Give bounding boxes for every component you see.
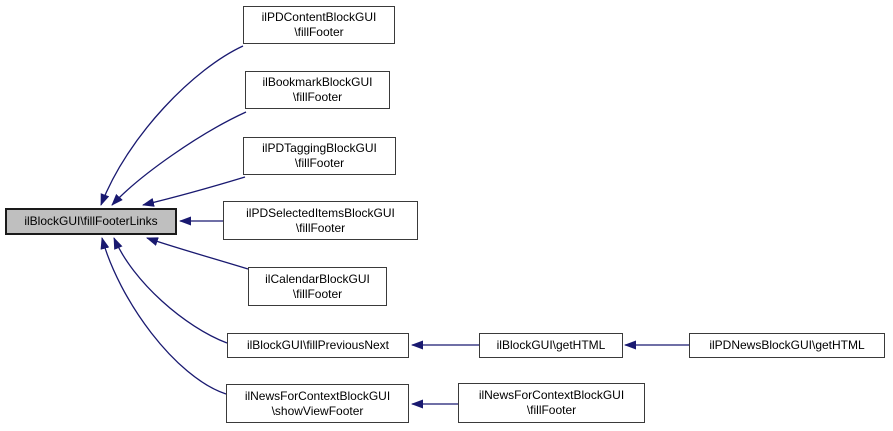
node-label-line2: \fillFooter <box>294 25 344 39</box>
node-ilpdselecteditemsblockgui-fillfooter[interactable]: ilPDSelectedItemsBlockGUI \fillFooter <box>223 201 418 240</box>
node-label-line2: \fillFooter <box>295 220 346 235</box>
node-label-line2: \fillFooter <box>526 403 577 417</box>
node-label-line1: ilPDTaggingBlockGUI <box>262 141 377 155</box>
edge-pdcontent-to-fillfooterlinks <box>100 45 244 206</box>
node-label: ilBlockGUI\fillFooterLinks <box>24 214 158 228</box>
node-label-line1: ilBookmarkBlockGUI <box>262 75 373 89</box>
node-label-line1: ilNewsForContextBlockGUI <box>478 388 625 402</box>
node-label: ilBlockGUI\getHTML <box>496 338 606 352</box>
node-label-line2: \fillFooter <box>292 90 343 104</box>
node-ilpdcontentblockgui-fillfooter[interactable]: ilPDContentBlockGUI \fillFooter <box>243 6 395 44</box>
node-label: ilPDNewsBlockGUI\getHTML <box>709 338 865 352</box>
node-label-line1: ilNewsForContextBlockGUI <box>244 388 391 403</box>
node-ilcalendarblockgui-fillfooter[interactable]: ilCalendarBlockGUI \fillFooter <box>248 267 387 306</box>
edge-showviewfooter-to-fillfooterlinks <box>100 237 227 395</box>
node-label-line1: ilPDContentBlockGUI <box>261 10 377 24</box>
node-ilnewsforcontextblockgui-fillfooter[interactable]: ilNewsForContextBlockGUI \fillFooter <box>458 383 645 423</box>
node-label: ilBlockGUI\fillPreviousNext <box>246 338 390 352</box>
node-label-line1: ilPDSelectedItemsBlockGUI <box>246 205 395 220</box>
node-ilblockgui-gethtml[interactable]: ilBlockGUI\getHTML <box>479 333 623 358</box>
edge-bookmark-to-fillfooterlinks <box>111 111 247 206</box>
node-ilnewsforcontextblockgui-showviewfooter[interactable]: ilNewsForContextBlockGUI \showViewFooter <box>226 384 409 423</box>
node-label-line2: \showViewFooter <box>271 403 364 418</box>
edge-fillpreviousnext-to-fillfooterlinks <box>113 237 228 344</box>
node-ilpdtaggingblockgui-fillfooter[interactable]: ilPDTaggingBlockGUI \fillFooter <box>243 137 396 175</box>
node-ilbookmarkblockgui-fillfooter[interactable]: ilBookmarkBlockGUI \fillFooter <box>245 71 390 109</box>
edge-calendar-to-fillfooterlinks <box>146 237 249 270</box>
node-ilpdnewsblockgui-gethtml[interactable]: ilPDNewsBlockGUI\getHTML <box>689 333 885 358</box>
node-ilblockgui-fillpreviousnext[interactable]: ilBlockGUI\fillPreviousNext <box>227 333 409 358</box>
node-ilblockgui-fillfooterlinks: ilBlockGUI\fillFooterLinks <box>5 208 177 235</box>
node-label-line1: ilCalendarBlockGUI <box>265 271 370 286</box>
edge-pdtagging-to-fillfooterlinks <box>142 176 246 207</box>
node-label-line2: \fillFooter <box>294 156 345 170</box>
node-label-line2: \fillFooter <box>292 286 343 301</box>
